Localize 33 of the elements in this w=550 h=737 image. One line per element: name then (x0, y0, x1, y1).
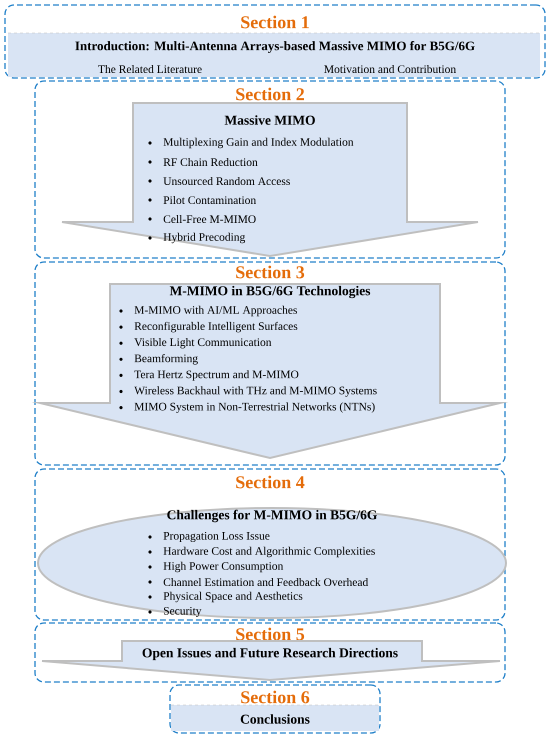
bullet-item: Hybrid Precoding (164, 232, 246, 244)
section-title: Section 4 (236, 476, 304, 488)
heading: Massive MIMO (224, 115, 315, 125)
heading: M-MIMO in B5G/6G Technologies (170, 286, 370, 298)
bullet-item: Security (164, 606, 202, 618)
bullet-item: Pilot Contamination (164, 196, 256, 204)
heading: Open Issues and Future Research Directions (142, 648, 398, 660)
bullet-item: Multiplexing Gain and Index Modulation (164, 138, 354, 148)
subtopic: The Related Literature (98, 64, 202, 74)
bullet-item: M-MIMO with AI/ML Approaches (134, 306, 297, 316)
bullet-item: Physical Space and Aesthetics (164, 592, 302, 602)
bullet-item: Propagation Loss Issue (164, 532, 270, 542)
heading: Introduction: Multi-Antenna Arrays-based Massive MIMO for B5G/6G (75, 41, 475, 53)
heading: Conclusions (240, 714, 310, 724)
section-title: Section 2 (236, 88, 304, 100)
bullet-item: Cell-Free M-MIMO (164, 214, 256, 224)
section-title: Section 1 (241, 16, 309, 28)
bullet-item: Tera Hertz Spectrum and M-MIMO (134, 370, 298, 381)
bullet-item: Channel Estimation and Feedback Overhead (164, 578, 368, 586)
section-title: Section 3 (236, 266, 304, 278)
bullet-item: Hardware Cost and Algorithmic Complexities (164, 546, 375, 558)
bullet-item: Unsourced Random Access (163, 176, 290, 186)
subtopic: Motivation and Contribution (324, 64, 456, 74)
bullet-item: Wireless Backhaul with THz and M-MIMO Systems (134, 386, 377, 397)
bullet-item: Reconfigurable Intelligent Surfaces (134, 322, 298, 332)
bullet-item: Beamforming (134, 354, 198, 365)
bullet-item: High Power Consumption (164, 562, 284, 572)
section-title: Section 6 (241, 690, 310, 704)
heading: Challenges for M-MIMO in B5G/6G (167, 510, 377, 522)
section-title: Section 5 (236, 628, 304, 640)
bullet-item: MIMO System in Non-Terrestrial Networks (NTNs) (134, 402, 375, 413)
bullet-item: RF Chain Reduction (164, 158, 258, 166)
bullet-item: Visible Light Communication (134, 338, 272, 348)
